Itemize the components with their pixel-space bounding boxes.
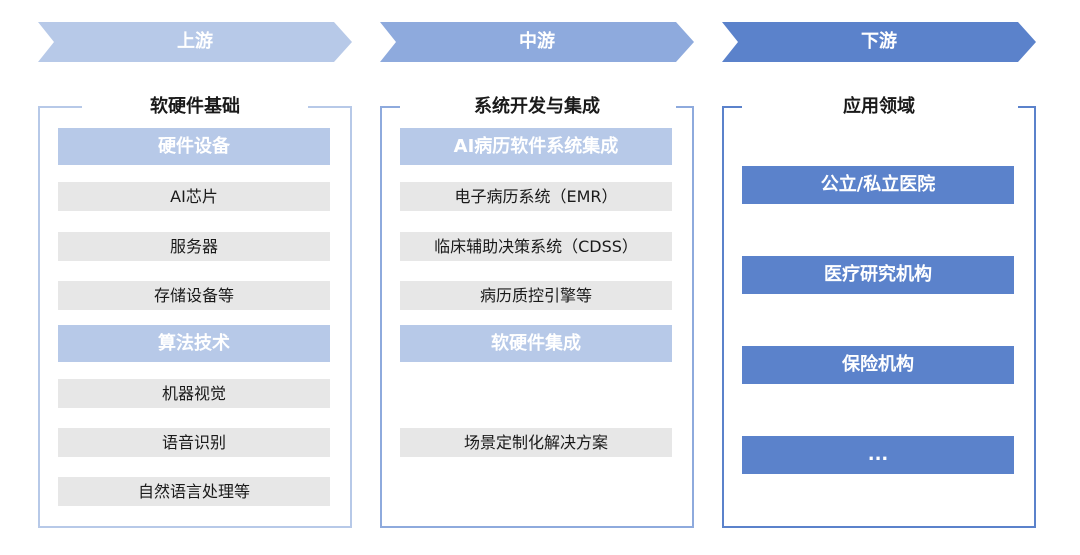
- upstream-column: 上游 软硬件基础 硬件设备 AI芯片 服务器 存储设备等 算法技术 机器视觉 语…: [38, 22, 352, 530]
- hardware-item-storage: 存储设备等: [58, 281, 330, 310]
- upstream-arrow-shape: [38, 22, 352, 62]
- hardware-item-ai-chip: AI芯片: [58, 182, 330, 211]
- midstream-frame: [380, 106, 694, 528]
- upstream-frame-top-right: [308, 106, 352, 108]
- downstream-stage-arrow: 下游: [722, 22, 1036, 62]
- system-item-emr: 电子病历系统（EMR）: [400, 182, 672, 211]
- downstream-frame-top-left: [722, 106, 742, 108]
- application-item-more: ...: [742, 436, 1014, 474]
- downstream-frame-top-right: [1018, 106, 1036, 108]
- algorithm-item-vision: 机器视觉: [58, 379, 330, 408]
- upstream-frame-top-left: [38, 106, 82, 108]
- algorithm-item-speech: 语音识别: [58, 428, 330, 457]
- algorithm-item-nlp: 自然语言处理等: [58, 477, 330, 506]
- downstream-arrow-shape: [722, 22, 1036, 62]
- upstream-frame: [38, 106, 352, 528]
- ai-system-header: AI病历软件系统集成: [400, 128, 672, 165]
- application-item-research: 医疗研究机构: [742, 256, 1014, 294]
- downstream-title: 应用领域: [843, 96, 915, 117]
- midstream-stage-label: 中游: [519, 31, 555, 52]
- upstream-stage-arrow: 上游: [38, 22, 352, 62]
- system-item-cdss: 临床辅助决策系统（CDSS）: [400, 232, 672, 261]
- algorithm-header: 算法技术: [58, 325, 330, 362]
- midstream-arrow-shape: [380, 22, 694, 62]
- upstream-title: 软硬件基础: [150, 96, 240, 117]
- midstream-column: 中游 系统开发与集成 AI病历软件系统集成 电子病历系统（EMR） 临床辅助决策…: [380, 22, 694, 530]
- midstream-frame-top-right: [676, 106, 694, 108]
- midstream-frame-top-left: [380, 106, 400, 108]
- hardware-item-server: 服务器: [58, 232, 330, 261]
- integration-header: 软硬件集成: [400, 325, 672, 362]
- midstream-title: 系统开发与集成: [474, 96, 600, 117]
- downstream-column: 下游 应用领域 公立/私立医院 医疗研究机构 保险机构 ...: [722, 22, 1036, 530]
- downstream-stage-label: 下游: [861, 31, 897, 52]
- midstream-stage-arrow: 中游: [380, 22, 694, 62]
- hardware-header: 硬件设备: [58, 128, 330, 165]
- integration-item-custom: 场景定制化解决方案: [400, 428, 672, 457]
- application-item-insurance: 保险机构: [742, 346, 1014, 384]
- downstream-frame: [722, 106, 1036, 528]
- application-item-hospital: 公立/私立医院: [742, 166, 1014, 204]
- upstream-stage-label: 上游: [177, 31, 213, 52]
- system-item-quality: 病历质控引擎等: [400, 281, 672, 310]
